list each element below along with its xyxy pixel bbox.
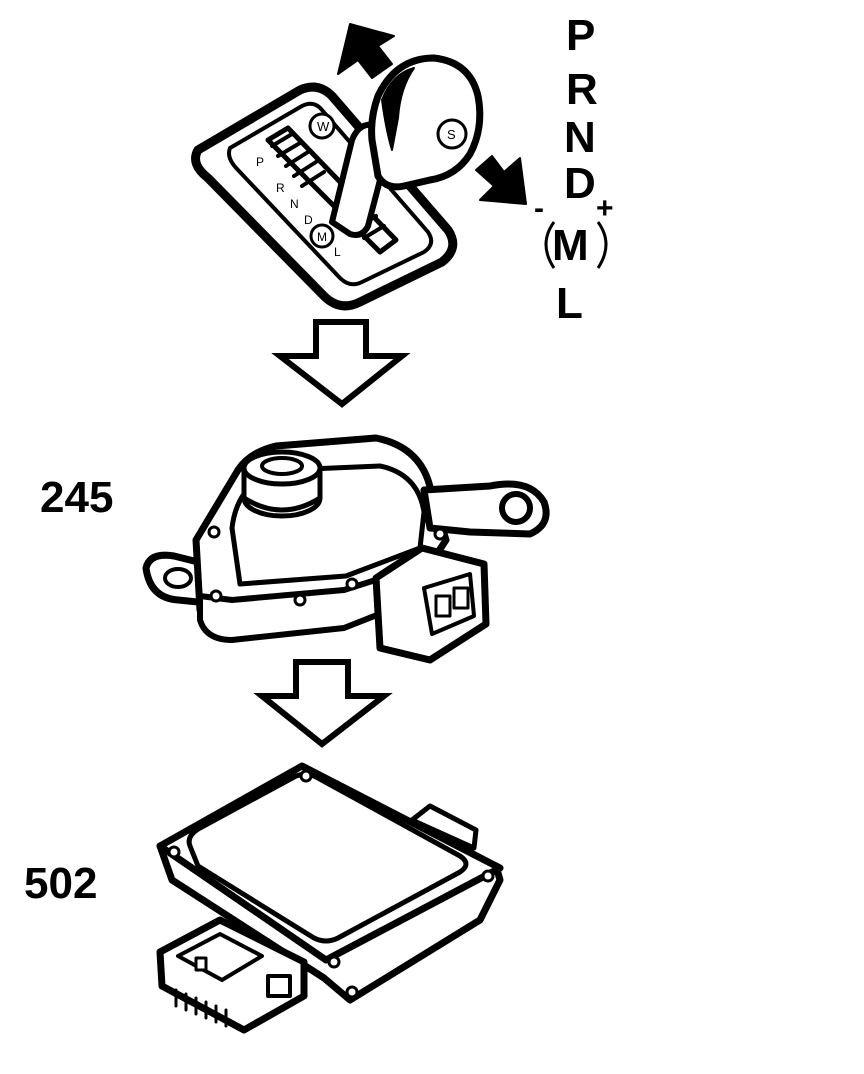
gear-label-n: N (564, 113, 596, 162)
flow-arrow-2 (253, 659, 393, 748)
gear-selector (191, 23, 527, 311)
gate-label-d: D (304, 213, 313, 227)
manual-bracket-left (544, 221, 556, 269)
knob-grip-shade (381, 67, 415, 151)
gear-label-p: P (566, 11, 595, 60)
gear-position-legend: P R N D - + M L (534, 11, 614, 328)
gear-label-l: L (556, 279, 583, 328)
gate-label-r: R (276, 181, 285, 195)
module-connector-latch (176, 932, 264, 982)
module-connector-tab (194, 956, 208, 972)
switch-bolt-3 (293, 593, 307, 607)
gate-label-l: L (334, 245, 341, 259)
gate-m-marker (309, 223, 335, 249)
module-screw-4 (327, 955, 341, 969)
switch-left-bolt-hole (163, 567, 193, 589)
gear-label-d: D (564, 159, 596, 208)
knob-s-button[interactable] (436, 118, 468, 150)
gear-label-m: M (552, 221, 589, 270)
switch-arm-hole (499, 491, 533, 525)
switch-shaft-bore (260, 456, 304, 476)
switch-bolt-2 (209, 589, 223, 603)
gate-w-label: W (317, 119, 330, 134)
gate-w-button[interactable] (308, 112, 336, 140)
gate-label-p: P (256, 155, 264, 169)
switch-bolt-1 (207, 525, 221, 539)
range-switch-245 (142, 434, 550, 664)
switch-connector-pin-1 (434, 594, 452, 618)
switch-bolt-4 (345, 577, 359, 591)
gear-label-r: R (566, 65, 598, 114)
switch-connector-pin-2 (452, 586, 470, 610)
component-502-label: 502 (24, 859, 97, 908)
module-connector-pins (174, 988, 228, 1028)
module-screw-5 (345, 985, 359, 999)
gate-label-n: N (290, 197, 299, 211)
lever-forward-arrow (337, 23, 395, 79)
gate-labels: W S P R N D M L (256, 119, 456, 259)
module-screw-1 (167, 845, 181, 859)
module-aux-connector (409, 803, 479, 851)
gate-label-m: M (317, 230, 327, 244)
module-screw-3 (481, 869, 495, 883)
lever-back-arrow (475, 155, 527, 205)
module-connector-lock (266, 974, 292, 998)
switch-bolt-5 (433, 527, 447, 541)
control-module-502 (156, 762, 504, 1034)
manual-bracket-right (596, 221, 608, 269)
component-245-label: 245 (40, 473, 113, 522)
manual-plus-label: + (596, 192, 614, 225)
module-screw-2 (299, 769, 313, 783)
knob-s-label: S (447, 127, 456, 142)
flow-arrow-1 (271, 319, 411, 408)
manual-minus-label: - (534, 192, 544, 225)
module-lid-panel (186, 771, 469, 944)
